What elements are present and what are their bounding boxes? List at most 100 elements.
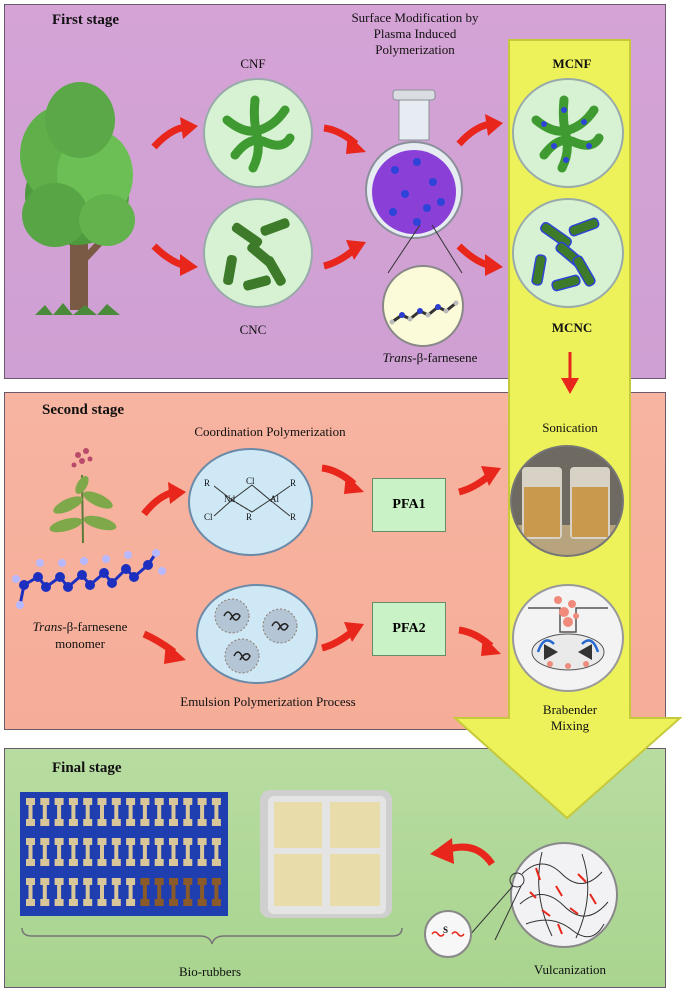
dumbbell-specimen — [169, 878, 178, 906]
emulsion-polymerization-label: Emulsion Polymerization Process — [180, 694, 356, 709]
dumbbell-specimen — [197, 838, 207, 866]
dumbbell-specimen — [111, 798, 121, 826]
dumbbell-specimen — [126, 798, 136, 826]
dumbbell-specimen — [97, 798, 107, 826]
final-stage-title: Final stage — [52, 760, 122, 776]
arrow-vulcanization-to-products — [430, 838, 495, 867]
mcnf-circle — [512, 78, 624, 188]
dumbbell-specimen — [68, 878, 78, 906]
sonication-label: Sonication — [542, 420, 598, 435]
biorubbers-bracket — [21, 927, 403, 945]
dumbbell-specimen — [40, 878, 50, 906]
arrow-down-to-sonication — [561, 352, 579, 394]
biorubbers-label: Bio-rubbers — [178, 964, 242, 979]
dumbbell-specimens-photo — [20, 792, 228, 916]
farnesene-molecule-circle — [382, 265, 464, 347]
brabender-mixing-label: Brabender Mixing — [542, 702, 598, 733]
modified-nanocrystal-icon — [531, 217, 600, 292]
dumbbell-specimen — [68, 798, 78, 826]
pfa2-box: PFA2 — [372, 602, 446, 656]
vulcanization-label: Vulcanization — [533, 962, 607, 977]
dumbbell-specimen — [126, 838, 136, 866]
dumbbell-samples-icon — [26, 798, 221, 906]
dumbbell-specimen — [211, 878, 221, 906]
arrow-flask-to-mcnf — [456, 114, 503, 147]
mcnc-circle — [512, 198, 624, 308]
dumbbell-specimen — [83, 798, 93, 826]
arrow-pfa1-to-sonication — [458, 466, 501, 496]
pfa1-box: PFA1 — [372, 478, 446, 532]
arrow-cnc-to-flask — [323, 240, 366, 270]
mixer-icon — [528, 596, 608, 671]
second-stage-title: Second stage — [42, 402, 125, 418]
brabender-diagram-circle — [512, 584, 624, 692]
cnf-label: CNF — [240, 56, 266, 71]
dumbbell-specimen — [140, 798, 150, 826]
plant-icon — [49, 448, 117, 544]
arrow-cnf-to-flask — [323, 124, 366, 154]
dumbbell-specimen — [54, 878, 64, 906]
dumbbell-specimen — [154, 878, 164, 906]
dumbbell-specimen — [83, 878, 93, 906]
dumbbell-specimen — [111, 838, 121, 866]
dumbbell-specimen — [97, 838, 107, 866]
arrow-pfa2-to-brabender — [458, 626, 501, 656]
surface-modification-label: Surface Modification by Plasma Induced P… — [351, 10, 479, 57]
micelle-icon — [214, 598, 298, 674]
nanofiber-icon — [222, 95, 295, 173]
monomer-molecule-icon — [12, 549, 166, 609]
dumbbell-specimen — [126, 878, 136, 906]
cnf-circle — [203, 78, 313, 188]
coordination-polymerization-label: Coordination Polymerization — [194, 424, 346, 439]
dumbbell-specimen — [26, 798, 35, 826]
first-stage-title: First stage — [52, 12, 120, 28]
arrow-catalyst-to-pfa1 — [321, 464, 364, 494]
arrow-tree-to-cnc — [151, 243, 198, 276]
emulsion-circle — [196, 584, 318, 684]
farnesene-label: Trans-β-farnesene — [382, 350, 478, 365]
dumbbell-specimen — [211, 838, 221, 866]
arrow-flask-to-mcnc — [456, 243, 503, 276]
mcnc-label: MCNC — [551, 320, 593, 335]
catalyst-circle: R Nd Cl Al R Cl R R — [188, 448, 313, 556]
dumbbell-specimen — [197, 878, 207, 906]
dumbbell-specimen — [169, 838, 178, 866]
dumbbell-specimen — [26, 838, 35, 866]
dumbbell-specimen — [183, 798, 193, 826]
modified-nanofiber-icon — [531, 95, 604, 173]
arrow-tree-to-cnf — [151, 117, 198, 150]
nanocrystal-icon — [223, 218, 290, 291]
catalyst-structure — [213, 484, 291, 517]
dumbbell-specimen — [40, 798, 50, 826]
arrow-emulsion-to-pfa2 — [321, 622, 364, 652]
cnc-label: CNC — [239, 322, 267, 337]
dumbbell-specimen — [54, 838, 64, 866]
dumbbell-specimen — [83, 838, 93, 866]
mcnf-label: MCNF — [552, 56, 592, 71]
dumbbell-specimen — [40, 838, 50, 866]
rubber-sheets-photo — [260, 790, 392, 918]
arrow-monomer-to-emulsion — [142, 630, 186, 664]
dumbbell-specimen — [154, 838, 164, 866]
crosslink-network-icon — [519, 851, 609, 939]
dumbbell-specimen — [211, 798, 221, 826]
dumbbell-specimen — [26, 878, 35, 906]
dumbbell-specimen — [154, 798, 164, 826]
sulfur-label: S — [443, 925, 449, 935]
dumbbell-specimen — [140, 838, 150, 866]
dumbbell-specimen — [54, 798, 64, 826]
vulcanization-network-circle — [510, 842, 618, 948]
dumbbell-specimen — [197, 798, 207, 826]
rubber-sheets-icon — [268, 796, 386, 914]
zoom-lines — [387, 224, 463, 274]
flask-icon — [365, 89, 463, 239]
sulfur-bridge-icon — [431, 931, 465, 937]
tree-icon — [20, 82, 135, 315]
sonication-photo — [510, 445, 624, 557]
dumbbell-specimen — [183, 838, 193, 866]
arrow-plant-to-catalyst — [141, 482, 186, 517]
dumbbell-specimen — [97, 878, 107, 906]
dumbbell-specimen — [140, 878, 150, 906]
